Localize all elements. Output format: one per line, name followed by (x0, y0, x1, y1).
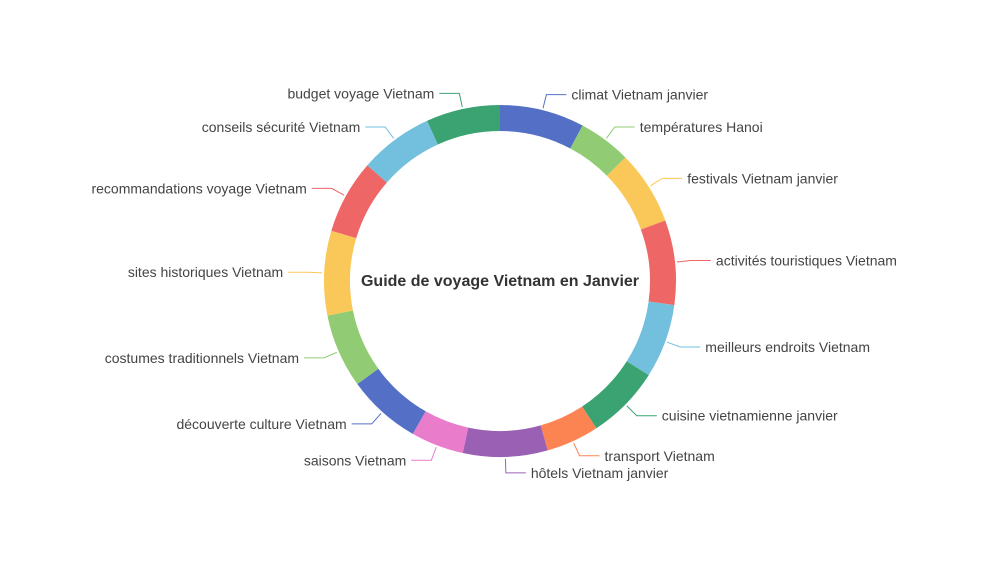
leader-line (411, 447, 437, 461)
slice-label: saisons Vietnam (304, 452, 406, 468)
slice-label: climat Vietnam janvier (571, 87, 708, 103)
chart-title: Guide de voyage Vietnam en Janvier (361, 273, 639, 290)
slice-label: activités touristiques Vietnam (716, 253, 897, 269)
leader-line (365, 126, 395, 139)
leader-line (304, 351, 338, 359)
slice-budget-voyage-vietnam[interactable] (427, 105, 500, 145)
slice-decouverte-culture-vietnam[interactable] (357, 368, 426, 434)
slice-recommandations-voyage-vietnam[interactable] (331, 165, 387, 239)
leader-line (351, 413, 382, 425)
leader-line (605, 126, 635, 139)
slice-label: conseils sécurité Vietnam (202, 119, 360, 135)
leader-line (676, 260, 711, 263)
slice-label: transport Vietnam (605, 448, 715, 464)
leader-line (542, 94, 567, 109)
slice-climat-vietnam-janvier[interactable] (500, 105, 583, 149)
label-leader-lines (288, 92, 711, 474)
slice-label: budget voyage Vietnam (287, 85, 434, 101)
slice-sites-historiques-vietnam[interactable] (324, 230, 357, 316)
donut-slices (324, 105, 676, 457)
leader-line (504, 458, 526, 474)
leader-line (288, 271, 323, 274)
slice-label: costumes traditionnels Vietnam (105, 350, 299, 366)
slice-label: sites historiques Vietnam (128, 264, 283, 280)
slice-temperatures-hanoi[interactable] (570, 125, 626, 176)
slice-meilleurs-endroits-vietnam[interactable] (626, 301, 675, 376)
slice-label: cuisine vietnamienne janvier (662, 408, 838, 424)
slice-label: découverte culture Vietnam (176, 416, 346, 432)
slice-cuisine-vietnamienne-janvier[interactable] (582, 361, 649, 429)
slice-label: festivals Vietnam janvier (687, 170, 838, 186)
slice-costumes-traditionnels-vietnam[interactable] (327, 310, 379, 385)
slice-transport-vietnam[interactable] (540, 406, 597, 451)
slice-label: températures Hanoi (640, 119, 763, 135)
slice-label: hôtels Vietnam janvier (531, 465, 669, 481)
slice-label: recommandations voyage Vietnam (91, 180, 306, 196)
slice-conseils-securite-vietnam[interactable] (367, 120, 438, 183)
slice-hotels-vietnam-janvier[interactable] (462, 425, 548, 457)
leader-line (439, 92, 463, 108)
leader-line (573, 442, 600, 457)
slice-label: meilleurs endroits Vietnam (705, 339, 870, 355)
leader-line (311, 187, 345, 196)
leader-line (666, 341, 701, 348)
leader-line (650, 177, 683, 187)
slice-labels: climat Vietnam janvier températures Hanoi… (91, 85, 896, 481)
slice-festivals-vietnam-janvier[interactable] (606, 157, 666, 230)
slice-saisons-vietnam[interactable] (412, 411, 469, 454)
leader-line (626, 405, 657, 417)
slice-activites-touristiques-vietnam[interactable] (640, 220, 676, 306)
